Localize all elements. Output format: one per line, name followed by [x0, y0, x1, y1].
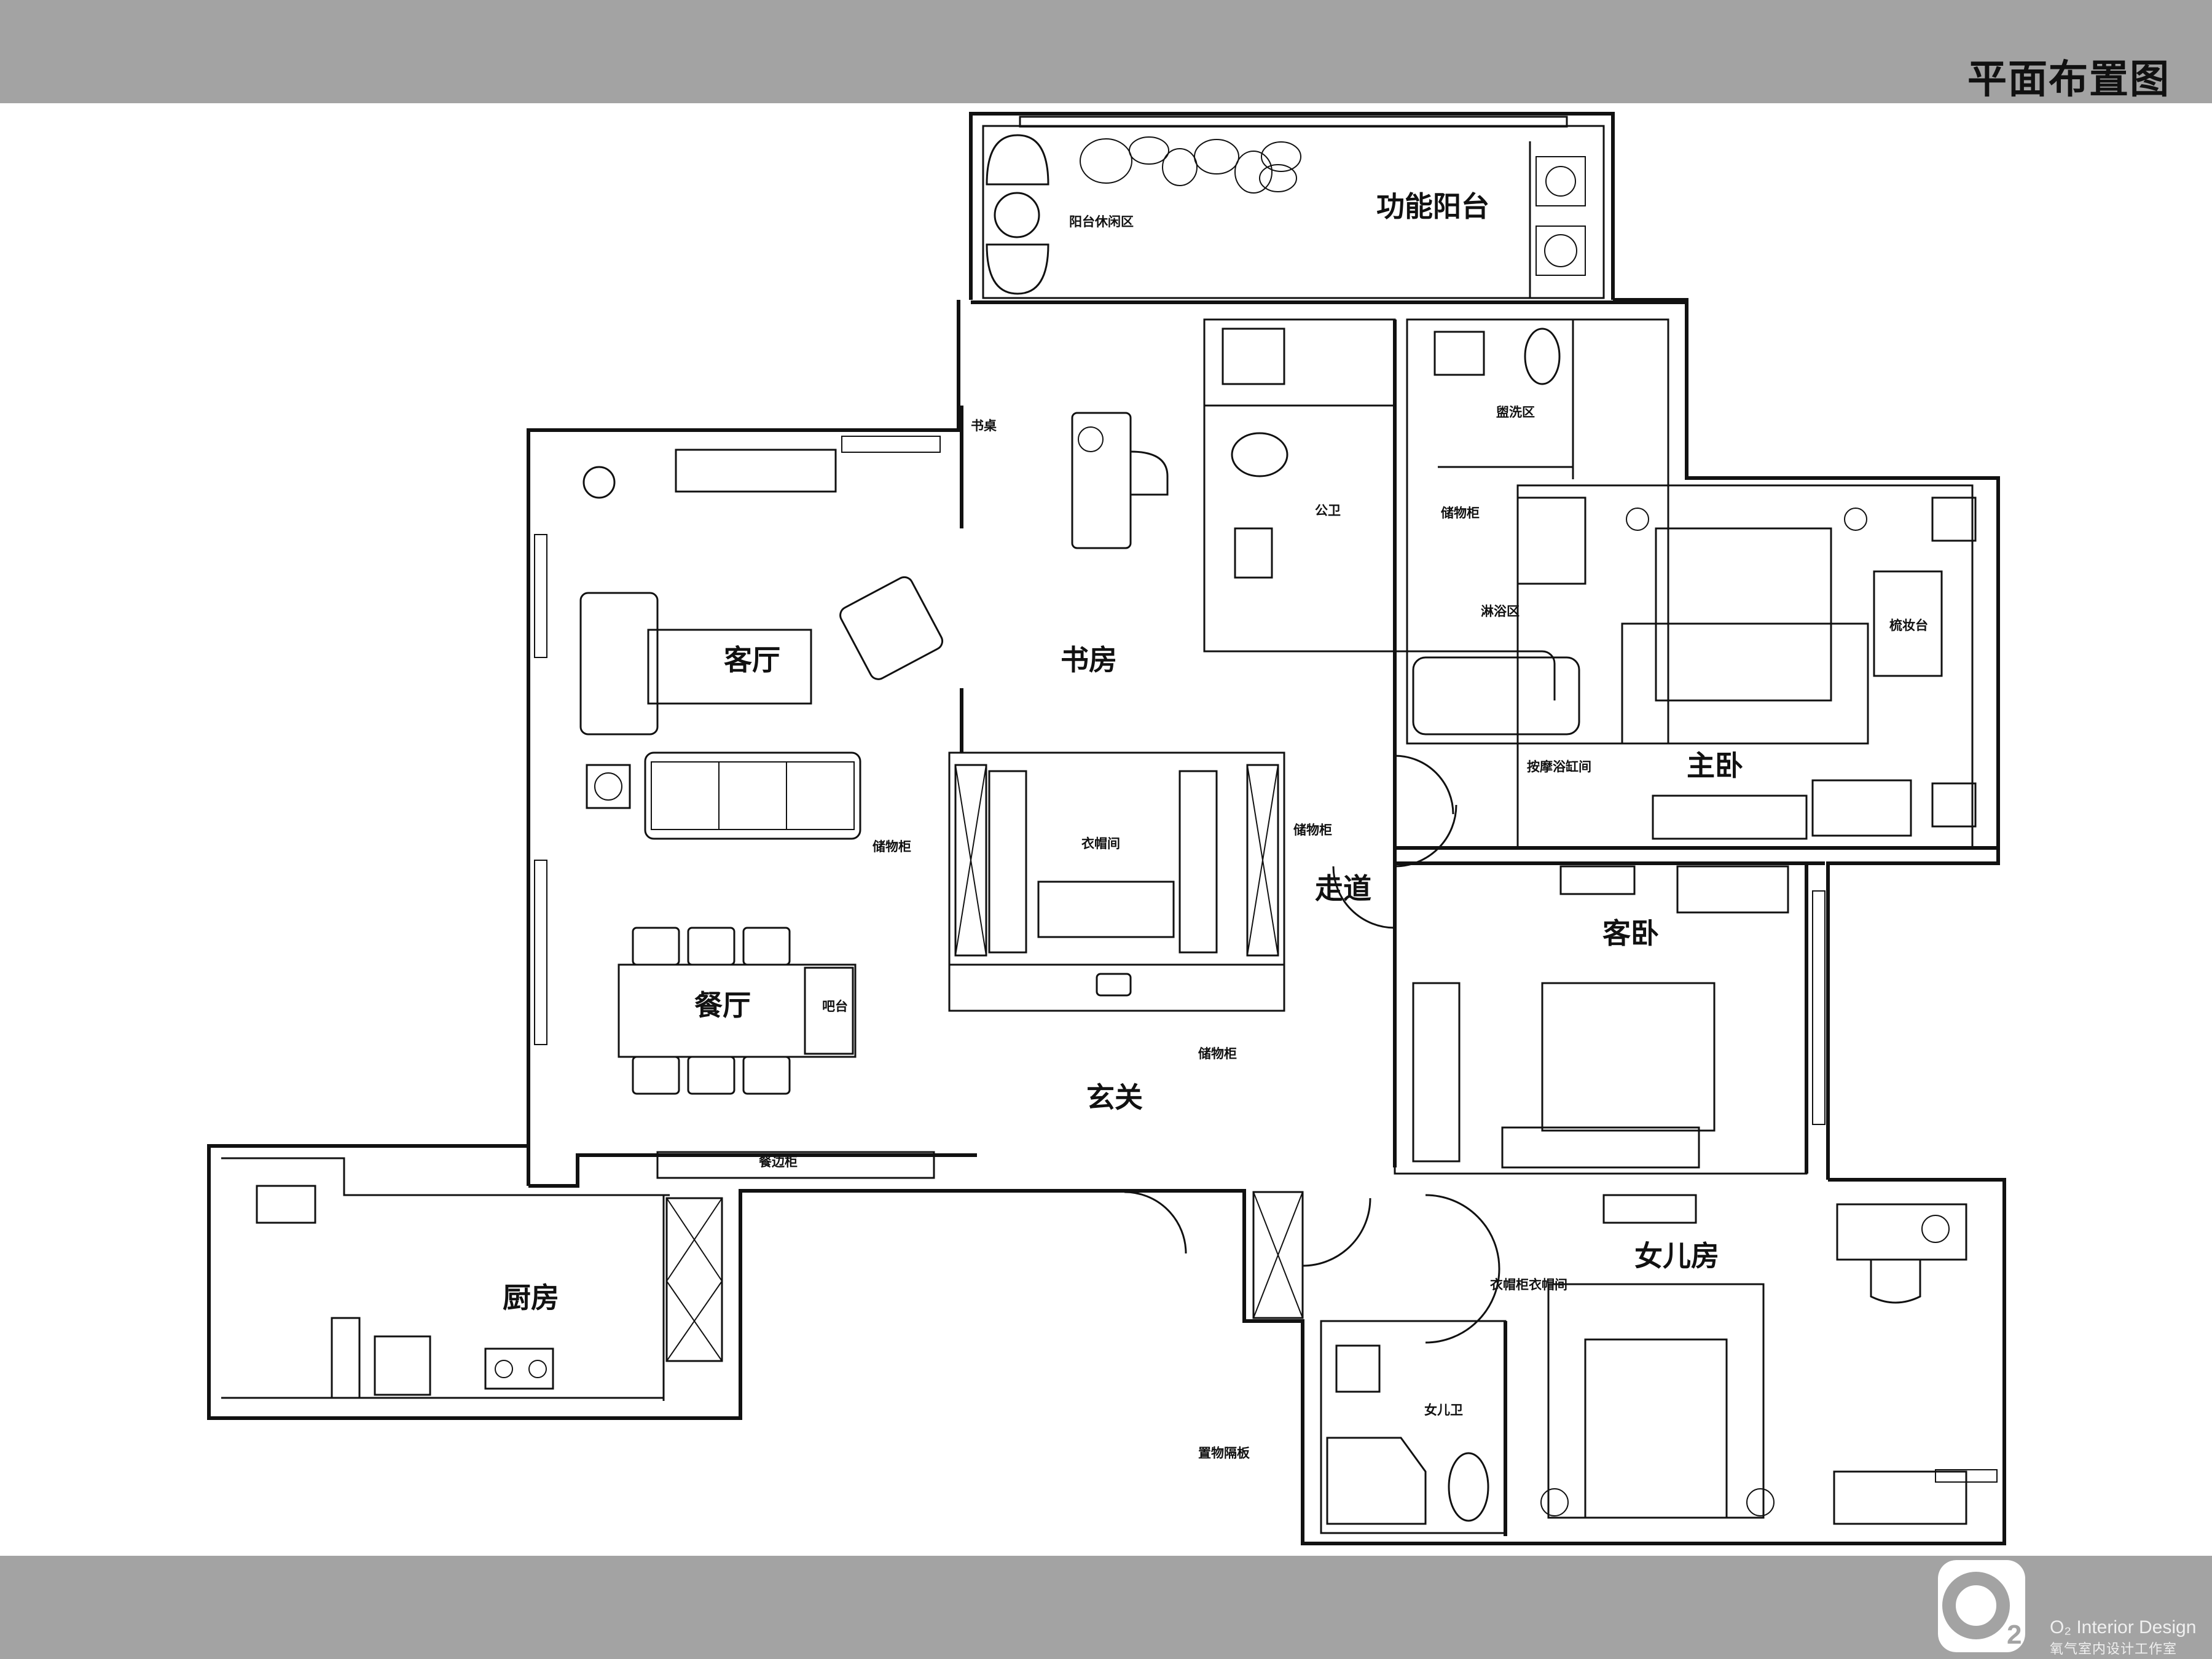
room-labels: 功能阳台 阳台休闲区 客厅 书房 餐厅 厨房 玄关 走道 主卧 客卧 女儿房 公…	[503, 190, 1743, 1418]
kitchen-fixtures	[256, 1151, 935, 1399]
label-study: 书房	[1061, 643, 1117, 677]
svg-text:2: 2	[2007, 1620, 2022, 1650]
label-sideboard: 餐边柜	[759, 1154, 798, 1169]
windows	[534, 436, 1998, 1483]
cloakroom-fixtures	[955, 764, 1279, 997]
living-furniture	[579, 449, 944, 840]
label-functional-balcony: 功能阳台	[1376, 190, 1489, 223]
label-cloakroom: 衣帽间	[1081, 836, 1120, 851]
label-entrance: 玄关	[1086, 1081, 1143, 1114]
label-storage-right: 储物柜	[1293, 822, 1332, 837]
study-furniture	[1071, 412, 1169, 549]
label-bathtub-area: 按摩浴缸间	[1527, 759, 1591, 774]
label-public-bathroom: 公卫	[1315, 503, 1341, 518]
label-daughter-room: 女儿房	[1634, 1239, 1719, 1273]
label-storage-left: 储物柜	[873, 839, 911, 854]
dining-furniture	[618, 927, 857, 1095]
balcony	[982, 116, 1605, 299]
label-washbasin-area: 盥洗区	[1496, 404, 1535, 420]
label-daughter-wardrobe: 衣帽柜衣帽间	[1490, 1277, 1567, 1292]
label-guest-bedroom: 客卧	[1602, 917, 1659, 950]
label-shower-area: 淋浴区	[1481, 603, 1520, 619]
interior-walls	[221, 300, 1998, 1543]
bottom-banner	[0, 1556, 2212, 1659]
guest-bedroom-furniture	[1412, 865, 1789, 1169]
brand-subline: 氧气室内设计工作室	[2050, 1641, 2178, 1657]
label-kitchen: 厨房	[503, 1281, 559, 1314]
entrance-fixtures	[1124, 755, 1457, 1319]
label-daughter-bathroom: 女儿卫	[1424, 1402, 1463, 1418]
label-vanity-cabinet: 置物隔板	[1198, 1445, 1250, 1461]
brand-line: O₂ Interior Design	[2050, 1617, 2197, 1637]
label-linen-cabinet: 储物柜	[1441, 505, 1480, 520]
exterior-walls	[207, 112, 2006, 1545]
public-bath-fixtures	[1222, 327, 1288, 579]
annotation-labels: 书桌 储物柜 储物柜 储物柜 储物柜 梳妆台 按摩浴缸间 餐边柜 吧台 置物隔板…	[759, 418, 1928, 1461]
o2-logo-icon: 2	[1938, 1560, 2025, 1652]
label-dining: 餐厅	[694, 989, 751, 1022]
page-title: 平面布置图	[1967, 57, 2170, 103]
label-corridor: 走道	[1315, 872, 1371, 905]
top-banner	[0, 0, 2212, 103]
label-living-room: 客厅	[724, 643, 780, 677]
label-shoe-cabinet: 储物柜	[1198, 1046, 1237, 1061]
master-bedroom-furniture	[1621, 496, 1977, 840]
master-bath-fixtures	[1395, 327, 1586, 735]
label-balcony-leisure: 阳台休闲区	[1069, 214, 1134, 229]
label-dressing-table: 梳妆台	[1889, 618, 1928, 633]
label-study-desk: 书桌	[971, 418, 997, 433]
label-bar: 吧台	[822, 998, 848, 1014]
label-master-bedroom: 主卧	[1687, 749, 1743, 782]
